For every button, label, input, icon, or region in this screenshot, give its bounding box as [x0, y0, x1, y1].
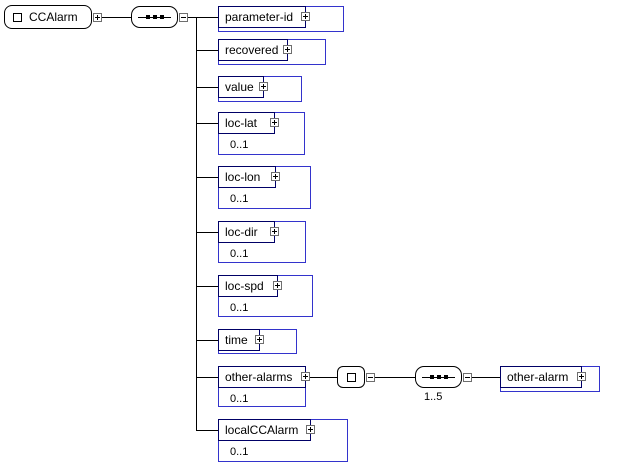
element-box[interactable]: loc-lat — [218, 112, 275, 134]
element-label: value — [225, 80, 254, 94]
sequence-icon — [160, 15, 164, 19]
collapse-icon[interactable] — [179, 13, 188, 22]
sequence-icon — [444, 375, 448, 379]
element-icon — [13, 12, 22, 22]
expand-icon[interactable] — [270, 227, 279, 236]
expand-icon[interactable] — [301, 372, 310, 381]
element-label: localCCAlarm — [225, 423, 299, 437]
connector-line — [188, 17, 196, 18]
occurrence-label: 1..5 — [424, 391, 443, 403]
element-label: other-alarms — [225, 370, 293, 384]
expand-icon[interactable] — [259, 82, 268, 91]
connector-line — [196, 87, 218, 88]
element-box[interactable]: value — [218, 76, 264, 98]
element-box[interactable]: other-alarms — [218, 366, 306, 388]
collapse-icon[interactable] — [463, 373, 472, 382]
sequence-compositor[interactable] — [415, 366, 462, 388]
sequence-icon — [146, 15, 150, 19]
connector-line — [196, 50, 218, 51]
root-element-label: CCAlarm — [29, 10, 78, 24]
element-box[interactable]: parameter-id — [218, 6, 306, 28]
expand-icon[interactable] — [283, 45, 292, 54]
occurrence-label: 0..1 — [230, 139, 249, 151]
anonymous-type-box[interactable] — [337, 366, 365, 388]
sequence-icon — [430, 375, 434, 379]
connector-line — [472, 377, 500, 378]
expand-icon[interactable] — [273, 281, 282, 290]
connector-line — [196, 286, 218, 287]
element-box[interactable]: loc-spd — [218, 275, 278, 297]
connector-line — [196, 340, 218, 341]
element-box[interactable]: localCCAlarm — [218, 419, 311, 441]
expand-icon[interactable] — [577, 372, 586, 381]
expand-icon[interactable] — [306, 425, 315, 434]
connector-trunk — [196, 17, 197, 430]
expand-icon[interactable] — [271, 172, 280, 181]
root-element-ccalarm[interactable]: CCAlarm — [4, 5, 92, 29]
element-label: other-alarm — [507, 370, 569, 384]
connector-line — [196, 123, 218, 124]
occurrence-label: 0..1 — [230, 248, 249, 260]
occurrence-label: 0..1 — [230, 302, 249, 314]
occurrence-label: 0..1 — [230, 193, 249, 205]
connector-line — [196, 17, 218, 18]
element-icon — [346, 372, 356, 382]
connector-line — [310, 377, 337, 378]
connector-line — [196, 177, 218, 178]
element-label: loc-spd — [225, 279, 264, 293]
occurrence-label: 0..1 — [230, 393, 249, 405]
connector-line — [102, 17, 131, 18]
connector-line — [196, 377, 218, 378]
element-label: time — [225, 333, 248, 347]
element-box[interactable]: other-alarm — [500, 366, 582, 388]
expand-icon[interactable] — [255, 335, 264, 344]
element-label: loc-lat — [225, 116, 258, 130]
element-label: recovered — [225, 43, 279, 57]
expand-icon[interactable] — [93, 13, 102, 22]
connector-line — [196, 430, 218, 431]
element-label: parameter-id — [225, 10, 294, 24]
element-box[interactable]: loc-dir — [218, 221, 275, 243]
element-box[interactable]: loc-lon — [218, 166, 276, 188]
expand-icon[interactable] — [301, 12, 310, 21]
collapse-icon[interactable] — [366, 373, 375, 382]
sequence-icon — [437, 375, 441, 379]
element-label: loc-dir — [225, 225, 258, 239]
sequence-compositor[interactable] — [131, 6, 178, 28]
sequence-icon — [153, 15, 157, 19]
connector-line — [375, 377, 415, 378]
occurrence-label: 0..1 — [230, 446, 249, 458]
expand-icon[interactable] — [270, 118, 279, 127]
connector-line — [196, 232, 218, 233]
element-box[interactable]: time — [218, 329, 260, 351]
element-label: loc-lon — [225, 170, 261, 184]
element-box[interactable]: recovered — [218, 39, 288, 61]
